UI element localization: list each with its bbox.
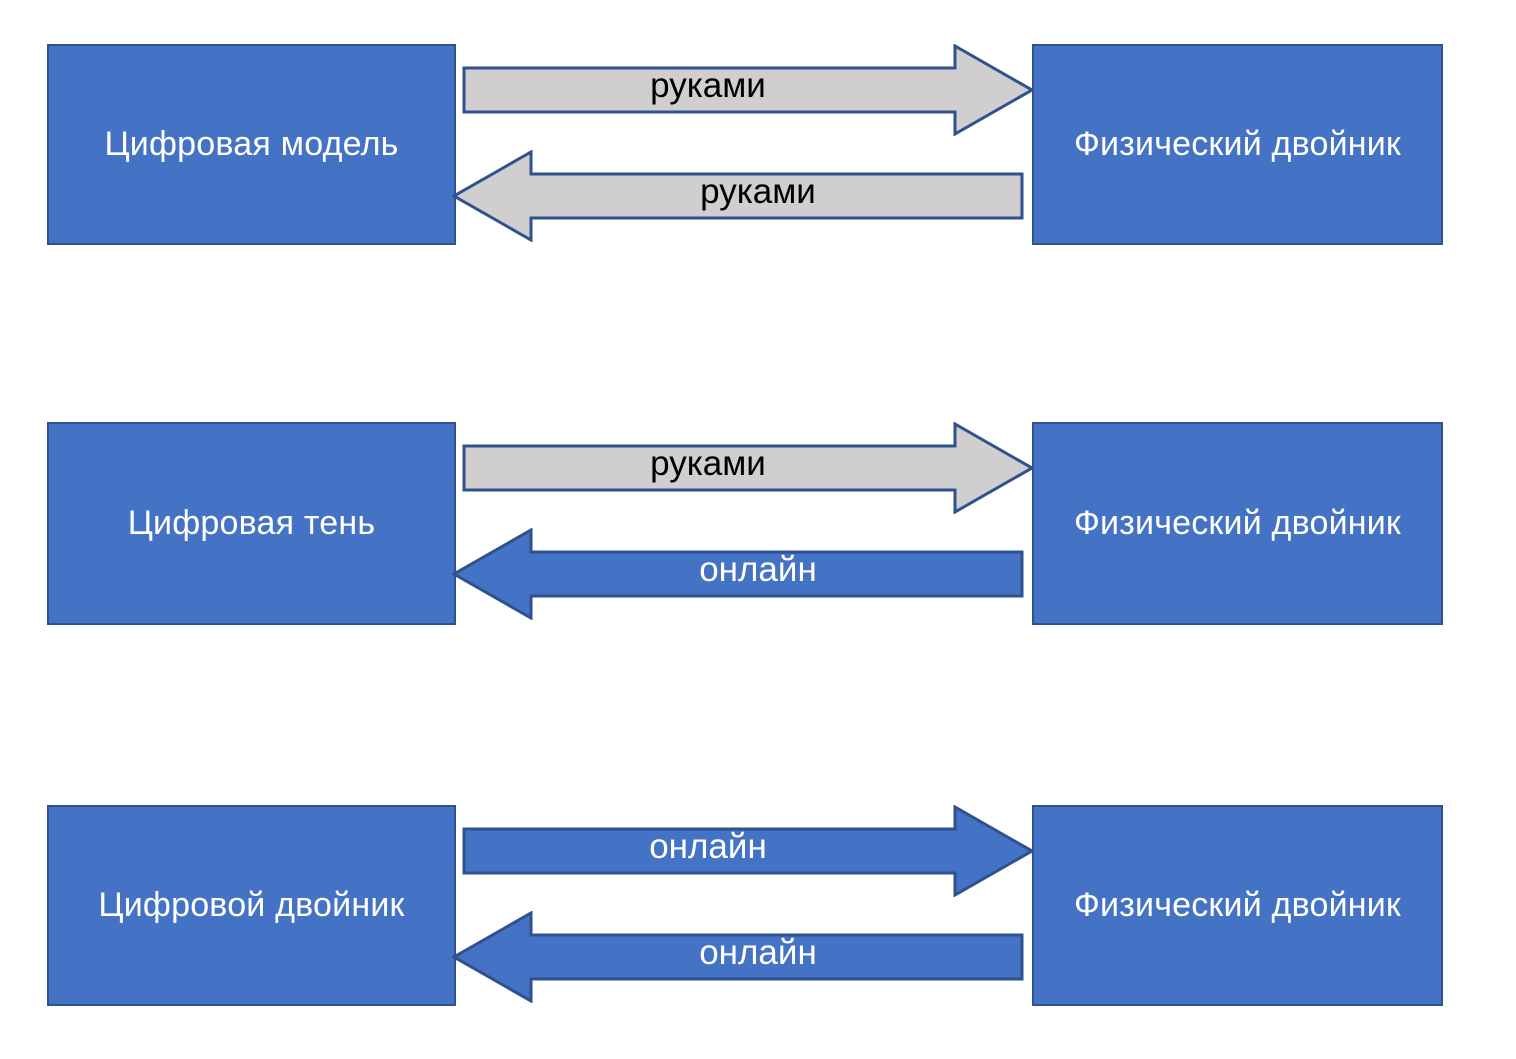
diagram-row-digital-shadow: Цифровая тень руками онлайн Физический д… (0, 380, 1516, 680)
node-physical-twin-2[interactable]: Физический двойник (1032, 422, 1443, 625)
arrow-right-shape-blue (462, 805, 1034, 897)
arrow-right-shape-gray (462, 422, 1034, 514)
arrow-digital-twin-forward[interactable]: онлайн (462, 805, 1034, 897)
arrow-left-shape-gray (452, 150, 1024, 242)
arrow-digital-shadow-reverse[interactable]: онлайн (452, 528, 1024, 620)
diagram-row-digital-model: Цифровая модель руками руками Физический… (0, 0, 1516, 300)
arrow-digital-shadow-forward[interactable]: руками (462, 422, 1034, 514)
arrow-right-shape-gray (462, 44, 1034, 136)
arrow-left-shape-blue (452, 528, 1024, 620)
node-digital-twin[interactable]: Цифровой двойник (47, 805, 456, 1006)
arrow-digital-twin-reverse[interactable]: онлайн (452, 911, 1024, 1003)
node-physical-twin-1[interactable]: Физический двойник (1032, 44, 1443, 245)
arrow-digital-model-forward[interactable]: руками (462, 44, 1034, 136)
arrow-left-shape-blue (452, 911, 1024, 1003)
node-digital-shadow[interactable]: Цифровая тень (47, 422, 456, 625)
diagram-row-digital-twin: Цифровой двойник онлайн онлайн Физически… (0, 760, 1516, 1059)
node-physical-twin-3[interactable]: Физический двойник (1032, 805, 1443, 1006)
node-digital-model[interactable]: Цифровая модель (47, 44, 456, 245)
arrow-digital-model-reverse[interactable]: руками (452, 150, 1024, 242)
